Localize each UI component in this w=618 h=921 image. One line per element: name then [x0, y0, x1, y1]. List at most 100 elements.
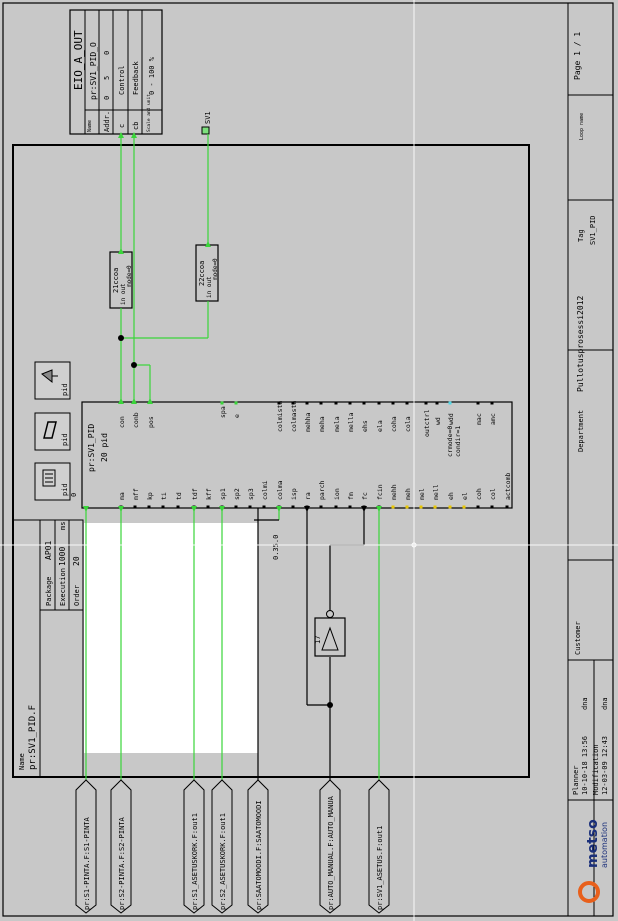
- pid-input-pin-sp2: sp2: [233, 488, 241, 500]
- input-reference[interactable]: pr:AUTO_MANUAL.F:AUTO_MANUA: [319, 779, 341, 914]
- pid-misc-pin-dot[interactable]: [424, 401, 428, 405]
- pid-status-pin-dot[interactable]: [334, 401, 338, 405]
- pid-input-pin-dot[interactable]: [419, 505, 423, 509]
- input-reference[interactable]: pr:S1_ASETUSKORK.F:out1: [183, 779, 205, 914]
- sv1-output-terminal[interactable]: [201, 126, 210, 135]
- inverter-bubble: [326, 610, 334, 618]
- planner-user: dna: [581, 697, 589, 710]
- pid-output-pin-pos: pos: [147, 416, 155, 428]
- pid-misc-pin-dot[interactable]: [476, 401, 480, 405]
- pid-status-pin-dot[interactable]: [391, 401, 395, 405]
- pid-mode-2: condir=1: [454, 426, 462, 457]
- pid-input-pin-dot[interactable]: [319, 505, 323, 509]
- input-reference-pill: [183, 779, 205, 914]
- input-reference-label: pr:S1_ASETUSKORK.F:out1: [191, 813, 199, 910]
- pid-status-pin-dot[interactable]: [291, 401, 295, 405]
- pid-icon-3: pid: [34, 361, 71, 400]
- pid-input-pin-eh: eh: [447, 492, 455, 500]
- pid-input-pin-col: col: [489, 488, 497, 500]
- pid-input-pin-dot[interactable]: [448, 505, 452, 509]
- pid-misc-pin-amc: amc: [489, 413, 497, 425]
- pid-status-pin-dot[interactable]: [305, 401, 309, 405]
- pid-input-pin-dot[interactable]: [476, 505, 480, 509]
- page-number: Page 1 / 1: [573, 32, 582, 80]
- pid-misc-pin-dot[interactable]: [448, 401, 452, 405]
- eio-port-c: c: [118, 124, 126, 128]
- order-value: 20: [72, 556, 81, 566]
- pid-input-pin-el: el: [461, 492, 469, 500]
- eio-control-label: Control: [118, 65, 126, 95]
- pid-status-pin-mella: mella: [347, 412, 355, 432]
- pid-icon-2-label: pid: [61, 433, 69, 446]
- pid-input-pin-dot[interactable]: [133, 505, 137, 509]
- pid-input-pin-tdf: tdf: [191, 488, 199, 500]
- input-reference[interactable]: pr:SV1_ASETUS.F:out1: [368, 779, 390, 914]
- pid-input-pin-dot[interactable]: [248, 505, 252, 509]
- ccoa-21-mode: mode=0: [126, 265, 133, 287]
- input-reference[interactable]: pr:S1-PINTA.F:S1-PINTA: [75, 779, 97, 914]
- pid-status-pin-ehs: ehs: [361, 420, 369, 432]
- pid-input-pin-dot[interactable]: [505, 505, 509, 509]
- diagram-frame: [12, 144, 530, 778]
- pid-name: pr:SV1_PID: [87, 424, 96, 472]
- pid-input-pin-coh: coh: [475, 488, 483, 500]
- pid-status-pin-ela: ela: [376, 420, 384, 432]
- pid-input-pin-dot[interactable]: [433, 505, 437, 509]
- pid-status-pin-dot[interactable]: [348, 401, 352, 405]
- pid-input-pin-dot[interactable]: [147, 505, 151, 509]
- pid-status-pin-dot[interactable]: [277, 401, 281, 405]
- eio-a-out-block[interactable]: EIO_A_OUT Name pr:SV1_PID_O Addr. 0 5 0 …: [69, 9, 163, 135]
- pid-function-block[interactable]: 0 pr:SV1_PID 20 pid crmode=0 condir=1 ma…: [70, 401, 513, 509]
- pid-input-pin-mel: mel: [418, 488, 426, 500]
- ccoa-22-mode: mode=0: [212, 258, 219, 280]
- pid-input-pin-fm: fm: [347, 492, 355, 500]
- modification-date: 12-03-09 12:43: [601, 736, 609, 795]
- sv1-output-label: SV1: [204, 111, 212, 124]
- pid-misc-pin-dot[interactable]: [435, 401, 439, 405]
- input-reference-label: pr:S2-PINTA.F:S2-PINTA: [118, 816, 126, 910]
- pid-status-pin-dot[interactable]: [362, 401, 366, 405]
- name-value: pr:SV1_PID.F: [28, 705, 38, 770]
- inverter-block[interactable]: 17: [314, 610, 346, 657]
- pid-input-pin-dot[interactable]: [291, 505, 295, 509]
- pid-input-pin-dot[interactable]: [161, 505, 165, 509]
- pid-input-pin-td: td: [175, 492, 183, 500]
- pid-input-pin-dot[interactable]: [348, 505, 352, 509]
- pid-input-pin-dot[interactable]: [391, 505, 395, 509]
- pid-input-pin-dot[interactable]: [405, 505, 409, 509]
- pid-output-pin-dot[interactable]: [220, 401, 224, 405]
- pid-icon-1-label: pid: [61, 483, 69, 496]
- pid-status-pin-cola: cola: [404, 416, 412, 432]
- pid-input-pin-dot[interactable]: [334, 505, 338, 509]
- pid-input-pin-dot[interactable]: [234, 505, 238, 509]
- pid-input-pin-colma: colma: [276, 480, 284, 500]
- input-reference[interactable]: pr:S2_ASETUSKORK.F:out1: [211, 779, 233, 914]
- pid-status-pin-mehha: mehha: [304, 412, 312, 432]
- pid-mode-1: crmode=0: [446, 426, 454, 457]
- pid-input-pin-dot[interactable]: [490, 505, 494, 509]
- pid-input-pin-mehh: mehh: [390, 484, 398, 500]
- pid-faceplate-icon: [42, 469, 56, 487]
- pid-input-pin-ti: ti: [160, 492, 168, 500]
- pid-status-pin-dot[interactable]: [319, 401, 323, 405]
- pid-input-pin-parch: parch: [318, 480, 326, 500]
- pid-input-pin-dot[interactable]: [206, 505, 210, 509]
- input-reference-pill: [319, 779, 341, 914]
- pid-status-pin-dot[interactable]: [377, 401, 381, 405]
- pid-output-pin-dot[interactable]: [234, 401, 238, 405]
- pid-input-pin-dot[interactable]: [262, 505, 266, 509]
- inverter-label: 17: [314, 636, 322, 644]
- pid-input-pin-ma: ma: [118, 492, 126, 500]
- pid-status-pin-coha: coha: [390, 416, 398, 432]
- input-reference[interactable]: pr:S2-PINTA.F:S2-PINTA: [110, 779, 132, 914]
- pid-input-pin-ra: ra: [304, 492, 312, 500]
- pid-misc-pin-dot[interactable]: [490, 401, 494, 405]
- modification-user: dna: [601, 697, 609, 710]
- input-reference[interactable]: pr:SAATOMOODI.F:SAATOMOODI: [247, 779, 269, 914]
- pid-input-pin-dot[interactable]: [462, 505, 466, 509]
- pid-status-pin-dot[interactable]: [405, 401, 409, 405]
- pid-input-pin-dot[interactable]: [176, 505, 180, 509]
- pid-output-pin-spa: spa: [219, 406, 227, 418]
